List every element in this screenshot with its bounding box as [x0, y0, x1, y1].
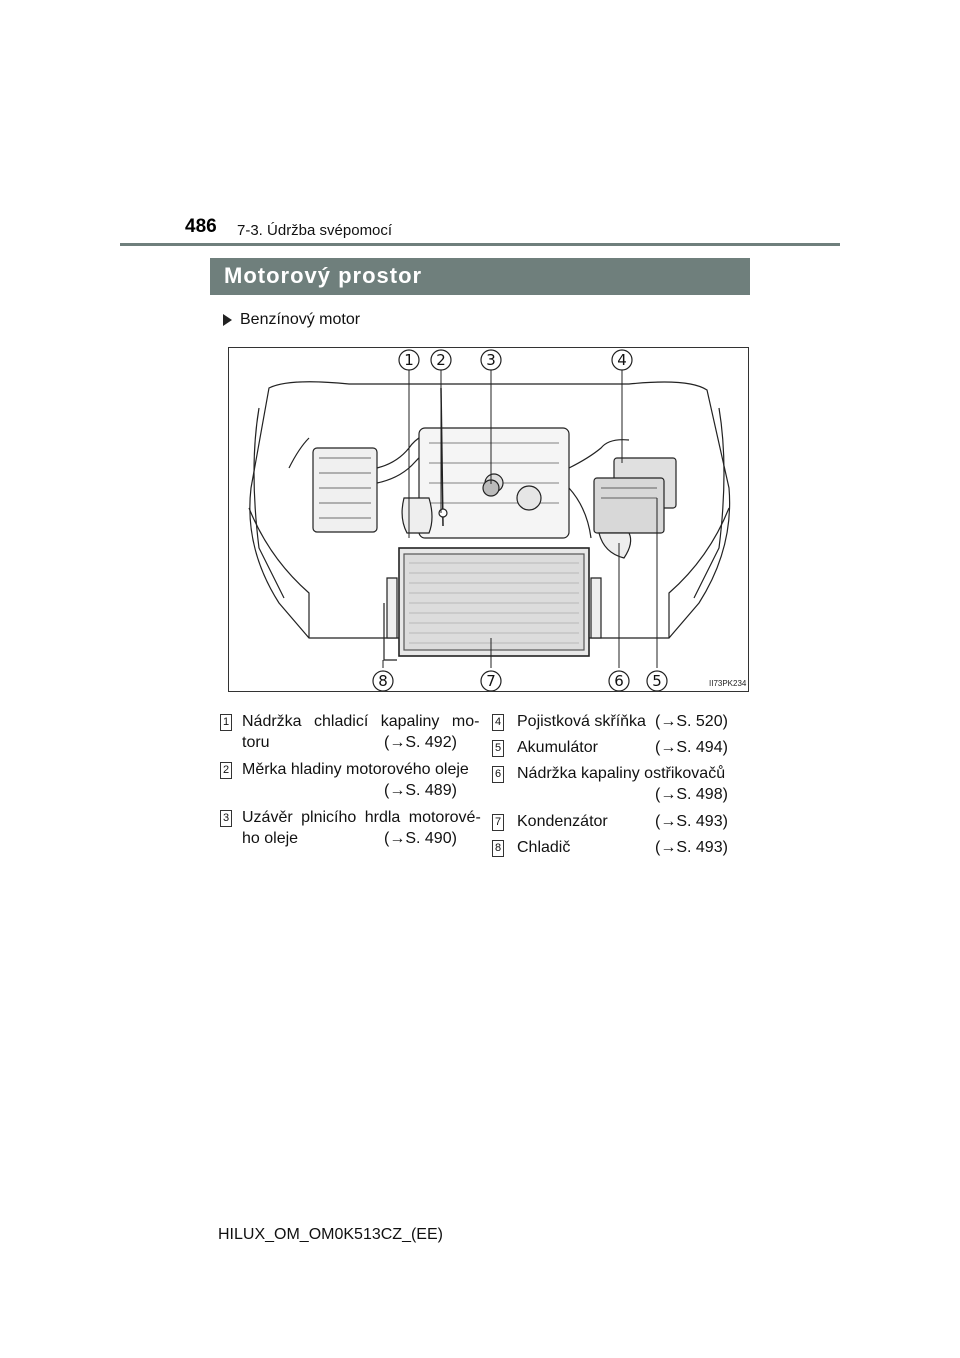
- legend-reference: (→S. 490): [384, 830, 457, 847]
- legend-label: Nádržka kapaliny ostřikovačů: [517, 765, 726, 782]
- legend-number: 7: [492, 814, 504, 831]
- callout-1: 1: [404, 351, 414, 369]
- callout-8: 8: [378, 672, 388, 690]
- legend-item-5: 5 Akumulátor (→S. 494): [492, 738, 742, 760]
- callout-7: 7: [486, 672, 496, 690]
- engine-bay-illustration: 1 2 3 4 8 7 6 5 II73PK234: [228, 347, 749, 692]
- legend-item-1: 1 Nádržka chladicí kapaliny mo- toru (→S…: [220, 712, 490, 754]
- legend-label-cont: ho oleje: [242, 830, 299, 847]
- page-title: Motorový prostor: [224, 263, 423, 288]
- legend-label: Nádržka chladicí kapaliny mo-: [242, 713, 480, 730]
- legend-label: Kondenzátor: [517, 813, 608, 830]
- legend-reference: (→S. 493): [655, 813, 728, 830]
- legend-label: Chladič: [517, 839, 571, 856]
- legend-item-3: 3 Uzávěr plnicího hrdla motorové- ho ole…: [220, 808, 490, 850]
- footer-document-id: HILUX_OM_OM0K513CZ_(EE): [218, 1226, 443, 1243]
- figure-code: II73PK234: [709, 679, 747, 688]
- legend-item-7: 7 Kondenzátor (→S. 493): [492, 812, 742, 834]
- legend-reference: (→S. 493): [655, 839, 728, 856]
- arrow-right-icon: [223, 314, 232, 326]
- sub-heading-label: Benzínový motor: [240, 311, 361, 328]
- legend-number: 3: [220, 810, 232, 827]
- legend-reference: (→S. 498): [655, 786, 728, 803]
- legend-number: 1: [220, 714, 232, 731]
- sub-heading: Benzínový motor: [223, 311, 360, 329]
- legend-number: 8: [492, 840, 504, 857]
- legend-label-cont: toru: [242, 734, 270, 751]
- page-number: 486: [185, 216, 217, 237]
- legend-reference: (→S. 489): [384, 782, 457, 799]
- callout-3: 3: [486, 351, 496, 369]
- callout-2: 2: [436, 351, 446, 369]
- callout-4: 4: [617, 351, 627, 369]
- legend-item-6: 6 Nádržka kapaliny ostřikovačů (→S. 498): [492, 764, 742, 806]
- legend-reference: (→S. 520): [655, 713, 728, 730]
- legend-label: Pojistková skříňka: [517, 713, 646, 730]
- legend-item-2: 2 Měrka hladiny motorového oleje (→S. 48…: [220, 760, 490, 802]
- legend-number: 2: [220, 762, 232, 779]
- legend-reference: (→S. 492): [384, 734, 457, 751]
- callout-6: 6: [614, 672, 624, 690]
- legend-item-4: 4 Pojistková skříňka (→S. 520): [492, 712, 742, 734]
- callout-5: 5: [652, 672, 662, 690]
- title-bar: [210, 258, 750, 295]
- legend-reference: (→S. 494): [655, 739, 728, 756]
- section-title: 7-3. Údržba svépomocí: [237, 222, 393, 239]
- legend-item-8: 8 Chladič (→S. 493): [492, 838, 742, 860]
- header-divider: [120, 243, 840, 246]
- legend-label: Měrka hladiny motorového oleje: [242, 761, 469, 778]
- legend-label: Akumulátor: [517, 739, 598, 756]
- legend-number: 5: [492, 740, 504, 757]
- engine-bay-drawing: 1 2 3 4 8 7 6 5 II73PK234: [248, 349, 747, 692]
- legend-label: Uzávěr plnicího hrdla motorové-: [242, 809, 481, 826]
- legend-number: 6: [492, 766, 504, 783]
- legend-number: 4: [492, 714, 504, 731]
